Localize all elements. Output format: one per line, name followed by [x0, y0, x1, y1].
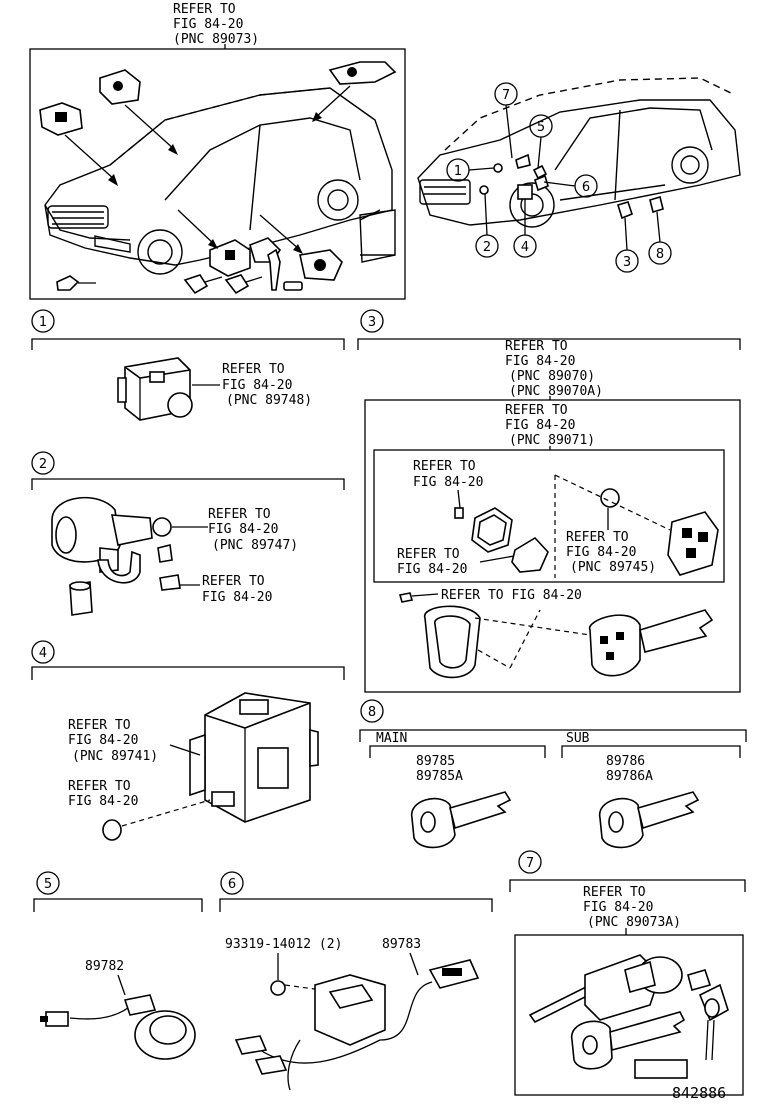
ref-line-2: FIG 84-20 — [173, 17, 243, 32]
sec3-case-ref-2: FIG 84-20 — [397, 562, 467, 577]
sec7-ref-line-2: FIG 84-20 — [583, 900, 653, 915]
sec3-outer-ref-2: FIG 84-20 — [505, 354, 575, 369]
section-4-number: 4 — [39, 646, 47, 661]
sec3-mid-ref-3: (PNC 89071) — [509, 433, 595, 448]
right-car-illustration — [417, 77, 741, 228]
section-1-number: 1 — [39, 315, 47, 330]
sec4-ref-b-line-2: FIG 84-20 — [68, 794, 138, 809]
sec3-mid-ref-1: REFER TO — [505, 403, 568, 418]
sec3-outer-ref-3: (PNC 89070) — [509, 369, 595, 384]
sec3-key-ref: REFER TO FIG 84-20 — [441, 588, 582, 603]
sec8-sub-part-2: 89786A — [606, 769, 653, 784]
section-5: 5 89782 — [33, 871, 203, 1060]
ref-line-1: REFER TO — [173, 2, 236, 17]
callout-6: 6 — [582, 180, 590, 195]
sec8-main-part-2: 89785A — [416, 769, 463, 784]
sec8-main-part-1: 89785 — [416, 754, 455, 769]
callout-4: 4 — [521, 240, 529, 255]
section-1: 1 REFER TO FIG 84-20 (PNC 89748) — [31, 309, 345, 421]
sec6-part-a: 93319-14012 (2) — [225, 937, 342, 952]
callout-2: 2 — [483, 240, 491, 255]
sec3-battery-ref-1: REFER TO — [566, 530, 629, 545]
section-3: 3 REFER TO FIG 84-20 (PNC 89070) (PNC 89… — [357, 309, 741, 693]
callout-leaders — [468, 104, 661, 251]
callout-1: 1 — [454, 164, 462, 179]
callout-circles: 7 5 1 6 2 4 3 8 — [446, 82, 672, 273]
sec3-outer-ref-4: (PNC 89070A) — [509, 384, 603, 399]
sec4-ref-a-line-1: REFER TO — [68, 718, 131, 733]
figure-id: 842886 — [672, 1084, 726, 1102]
sec3-screw-ref-1: REFER TO — [413, 459, 476, 474]
left-lock-parts — [39, 61, 397, 295]
sec8-sub-part-1: 89786 — [606, 754, 645, 769]
callout-7: 7 — [502, 88, 510, 103]
sec1-ref-line-2: FIG 84-20 — [222, 378, 292, 393]
section-6: 6 93319-14012 (2) 89783 — [219, 871, 493, 1091]
section-8: 8 MAIN SUB 89785 89785A 89786 89786A — [359, 699, 747, 849]
section-2-number: 2 — [39, 457, 47, 472]
sec2-ref-a-line-3: (PNC 89747) — [212, 538, 298, 553]
sec5-part-number: 89782 — [85, 959, 124, 974]
sec1-ref-line-1: REFER TO — [222, 362, 285, 377]
section-2: 2 REFER TO FIG 84-20 (PNC 89747) REFER T… — [31, 451, 345, 616]
sec7-ref-line-1: REFER TO — [583, 885, 646, 900]
lock-set-frame — [29, 48, 406, 300]
left-car-illustration — [44, 87, 396, 275]
sec3-case-ref-1: REFER TO — [397, 547, 460, 562]
sec8-main-label: MAIN — [376, 731, 407, 746]
section-5-number: 5 — [44, 877, 52, 892]
callout-8: 8 — [656, 247, 664, 262]
sec2-ref-a-line-1: REFER TO — [208, 507, 271, 522]
sec3-battery-ref-3: (PNC 89745) — [570, 560, 656, 575]
sec3-inner-box — [373, 449, 725, 583]
sec3-outer-box — [364, 399, 741, 693]
sec2-ref-a-line-2: FIG 84-20 — [208, 522, 278, 537]
sec4-ref-a-line-3: (PNC 89741) — [72, 749, 158, 764]
sec2-ref-b-line-1: REFER TO — [202, 574, 265, 589]
ref-line-3: (PNC 89073) — [173, 32, 259, 47]
top-left-reference: REFER TO FIG 84-20 (PNC 89073) — [173, 2, 259, 47]
callout-3: 3 — [623, 255, 631, 270]
section-6-number: 6 — [228, 877, 236, 892]
sec7-box — [514, 934, 744, 1096]
section-7: 7 REFER TO FIG 84-20 (PNC 89073A) — [509, 850, 746, 1096]
sec2-ref-b-line-2: FIG 84-20 — [202, 590, 272, 605]
section-4: 4 REFER TO FIG 84-20 (PNC 89741) REFER T… — [31, 640, 345, 841]
sec6-part-b: 89783 — [382, 937, 421, 952]
sec3-screw-ref-2: FIG 84-20 — [413, 475, 483, 490]
sec3-battery-ref-2: FIG 84-20 — [566, 545, 636, 560]
sec1-ref-line-3: (PNC 89748) — [226, 393, 312, 408]
sec3-mid-ref-2: FIG 84-20 — [505, 418, 575, 433]
section-8-number: 8 — [368, 705, 376, 720]
sec8-sub-label: SUB — [566, 731, 590, 746]
section-3-number: 3 — [368, 315, 376, 330]
sec7-ref-line-3: (PNC 89073A) — [587, 915, 681, 930]
sec4-ref-a-line-2: FIG 84-20 — [68, 733, 138, 748]
section-7-number: 7 — [526, 856, 534, 871]
callout-5: 5 — [537, 120, 545, 135]
sec3-outer-ref-1: REFER TO — [505, 339, 568, 354]
sec4-ref-b-line-1: REFER TO — [68, 779, 131, 794]
